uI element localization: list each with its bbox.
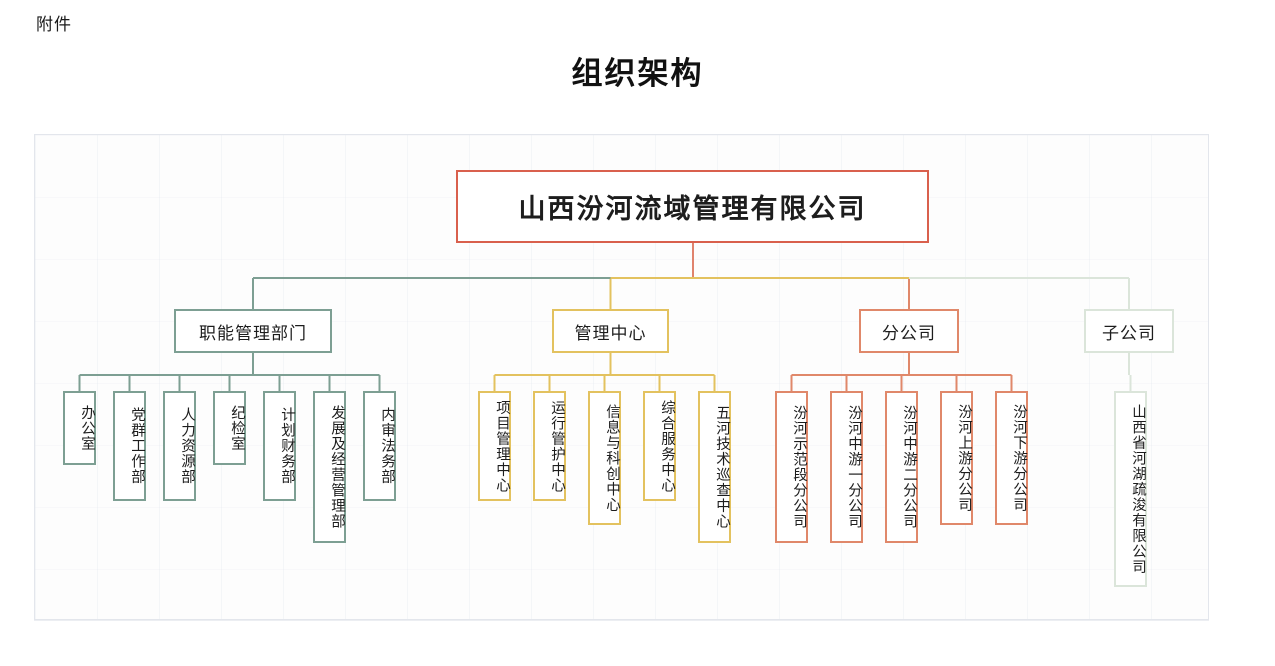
branch-node-3[interactable]: 子公司 (1084, 309, 1174, 353)
leaf-node-1-0-label: 项目管理中心 (494, 399, 510, 493)
root-node-label: 山西汾河流域管理有限公司 (518, 194, 867, 224)
leaf-node-3-0-label: 山西省河湖疏浚有限公司 (1130, 403, 1146, 575)
leaf-node-1-3[interactable]: 综合服务中心 (643, 391, 676, 501)
leaf-node-1-1-label: 运行管护中心 (549, 399, 565, 493)
leaf-node-1-3-label: 综合服务中心 (659, 399, 675, 493)
leaf-node-1-1[interactable]: 运行管护中心 (533, 391, 566, 501)
org-chart-frame: 山西汾河流域管理有限公司职能管理部门办公室 党群工作部 人力资源部 纪检室 计划财务部 发… (34, 134, 1209, 620)
leaf-node-0-0-label: 办公室 (79, 404, 95, 452)
page-title: 组织架构 (571, 56, 704, 91)
leaf-node-0-2[interactable]: 人力资源部 (163, 391, 196, 501)
leaf-node-1-4-label: 五河技术巡查中心 (714, 405, 730, 529)
leaf-node-2-3-label: 汾河上游分公司 (956, 403, 972, 513)
leaf-node-0-6-label: 内审法务部 (379, 407, 395, 485)
attachment-label: 附件 (36, 15, 72, 34)
leaf-node-0-3-label: 纪检室 (229, 404, 245, 452)
leaf-node-0-5[interactable]: 发展及经营管理部 (313, 391, 346, 543)
leaf-node-0-6[interactable]: 内审法务部 (363, 391, 396, 501)
leaf-node-0-1-label: 党群工作部 (129, 407, 145, 485)
leaf-node-1-4[interactable]: 五河技术巡查中心 (698, 391, 731, 543)
leaf-node-1-2[interactable]: 信息与科创中心 (588, 391, 621, 525)
leaf-node-0-0[interactable]: 办公室 (63, 391, 96, 465)
leaf-node-0-2-label: 人力资源部 (179, 407, 195, 485)
leaf-node-2-0[interactable]: 汾河示范段分公司 (775, 391, 808, 543)
leaf-node-2-0-label: 汾河示范段分公司 (791, 405, 807, 529)
branch-node-0-label: 职能管理部门 (199, 323, 307, 343)
leaf-node-0-3[interactable]: 纪检室 (213, 391, 246, 465)
leaf-node-2-3[interactable]: 汾河上游分公司 (940, 391, 973, 525)
leaf-node-2-4-label: 汾河下游分公司 (1011, 403, 1027, 513)
leaf-node-2-2-label: 汾河中游二分公司 (901, 405, 917, 529)
branch-node-3-label: 子公司 (1102, 323, 1156, 343)
leaf-node-1-0[interactable]: 项目管理中心 (478, 391, 511, 501)
leaf-node-0-1[interactable]: 党群工作部 (113, 391, 146, 501)
leaf-node-0-5-label: 发展及经营管理部 (329, 405, 345, 529)
leaf-node-0-4[interactable]: 计划财务部 (263, 391, 296, 501)
connector-lines (78, 243, 1132, 391)
leaf-node-0-4-label: 计划财务部 (279, 407, 295, 485)
branch-node-2-label: 分公司 (882, 323, 936, 343)
leaf-node-3-0[interactable]: 山西省河湖疏浚有限公司 (1114, 391, 1147, 587)
branch-node-2[interactable]: 分公司 (859, 309, 959, 353)
branch-node-0[interactable]: 职能管理部门 (174, 309, 332, 353)
root-node[interactable]: 山西汾河流域管理有限公司 (456, 170, 929, 243)
leaf-node-2-1[interactable]: 汾河中游一分公司 (830, 391, 863, 543)
leaf-node-1-2-label: 信息与科创中心 (604, 403, 620, 513)
leaf-node-2-4[interactable]: 汾河下游分公司 (995, 391, 1028, 525)
branch-node-1-label: 管理中心 (574, 323, 647, 343)
leaf-node-2-1-label: 汾河中游一分公司 (846, 405, 862, 529)
leaf-node-2-2[interactable]: 汾河中游二分公司 (885, 391, 918, 543)
branch-node-1[interactable]: 管理中心 (552, 309, 669, 353)
